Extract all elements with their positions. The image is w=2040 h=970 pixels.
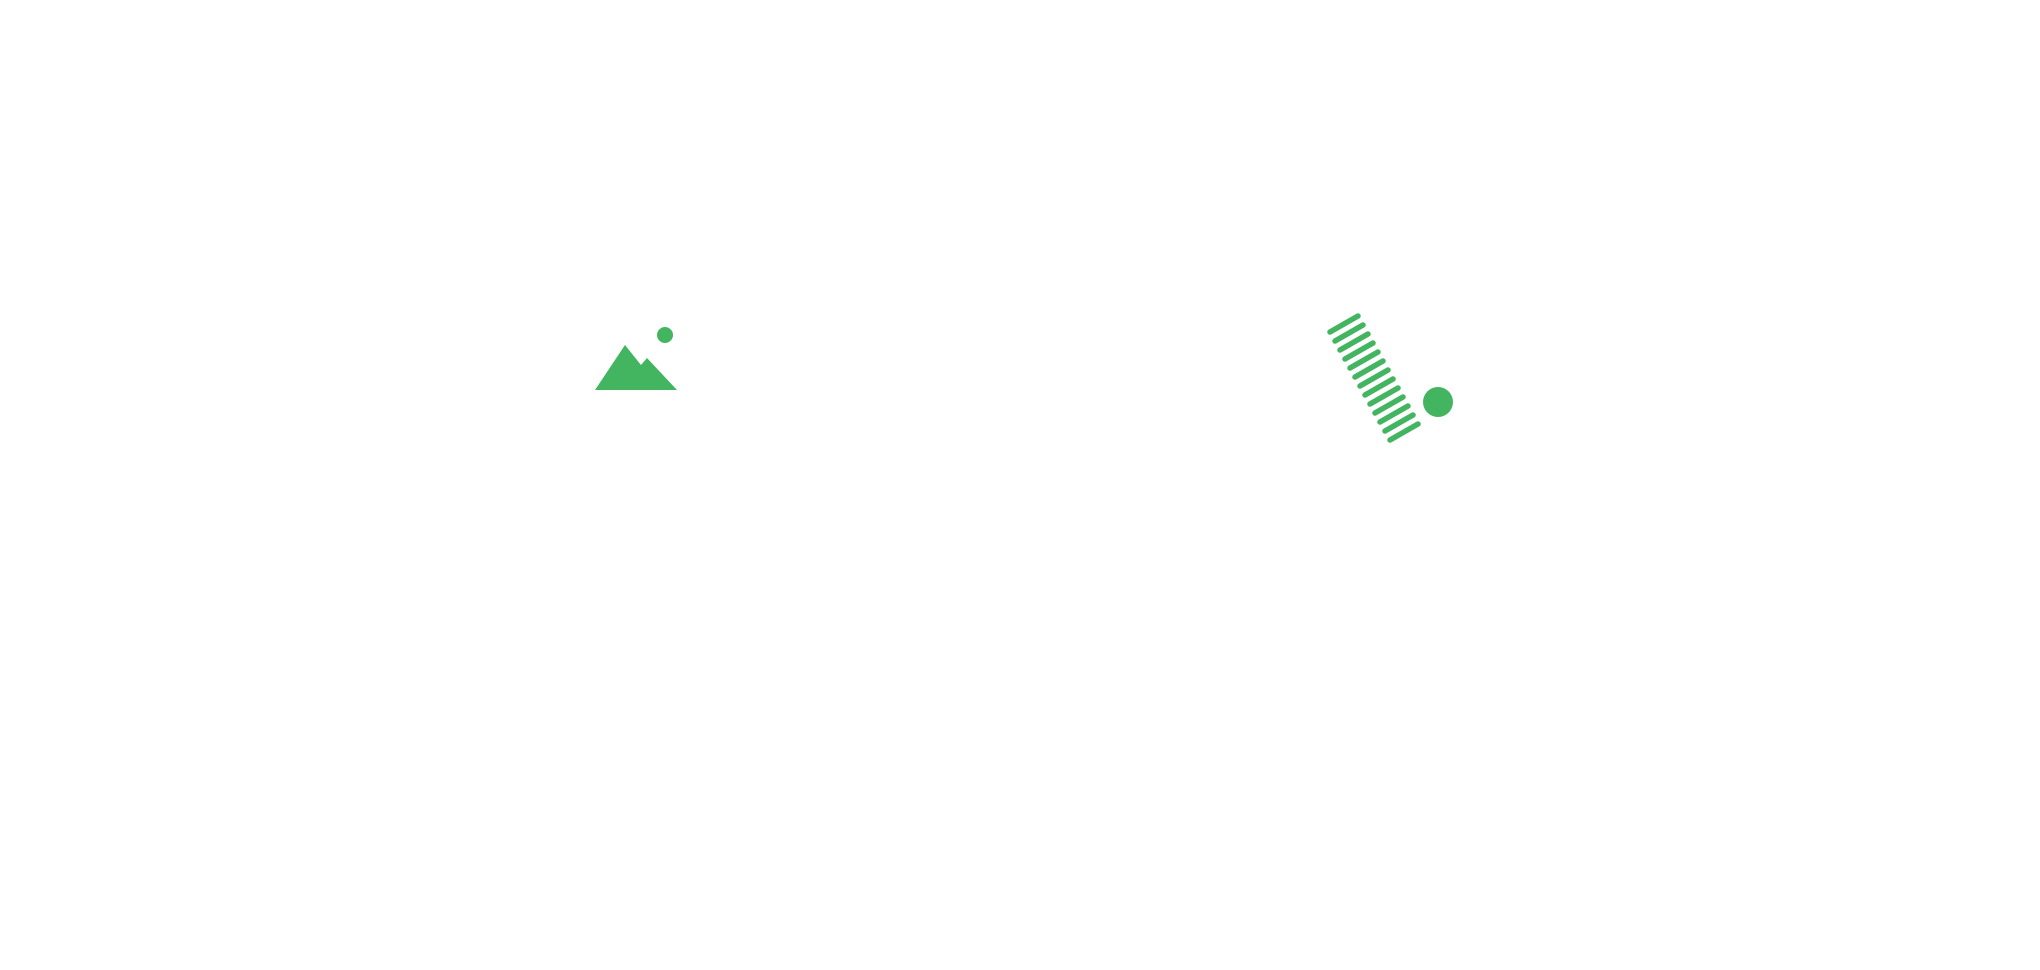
satellite-dish-icon: [1327, 313, 1453, 443]
dish-dot: [1423, 387, 1453, 417]
stripe-group: [1327, 313, 1421, 443]
mountains-shape: [595, 345, 677, 390]
sun-shape: [657, 327, 673, 343]
mountain-image-icon: [595, 327, 677, 390]
